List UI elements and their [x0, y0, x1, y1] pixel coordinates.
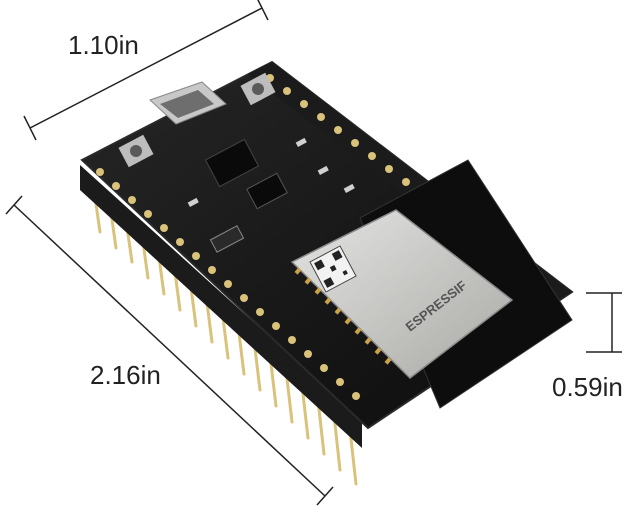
dimension-length-label: 2.16in — [90, 360, 161, 390]
dimension-line-width — [23, 0, 269, 141]
regulator-chip — [246, 172, 288, 210]
dimension-line-height — [586, 292, 622, 353]
usb-connector — [149, 81, 227, 125]
boot-button — [118, 134, 154, 168]
dimension-height-label: 0.59in — [552, 372, 623, 402]
pin-tops-left — [96, 168, 360, 400]
qr-pattern — [314, 250, 348, 288]
usb-uart-chip — [204, 138, 260, 188]
dimension-line-length — [5, 195, 334, 506]
dimension-width-label: 1.10in — [68, 30, 139, 60]
en-button — [240, 72, 276, 106]
pin-header-left — [80, 165, 362, 448]
module-castellations — [294, 267, 392, 365]
smd-components — [187, 137, 355, 253]
